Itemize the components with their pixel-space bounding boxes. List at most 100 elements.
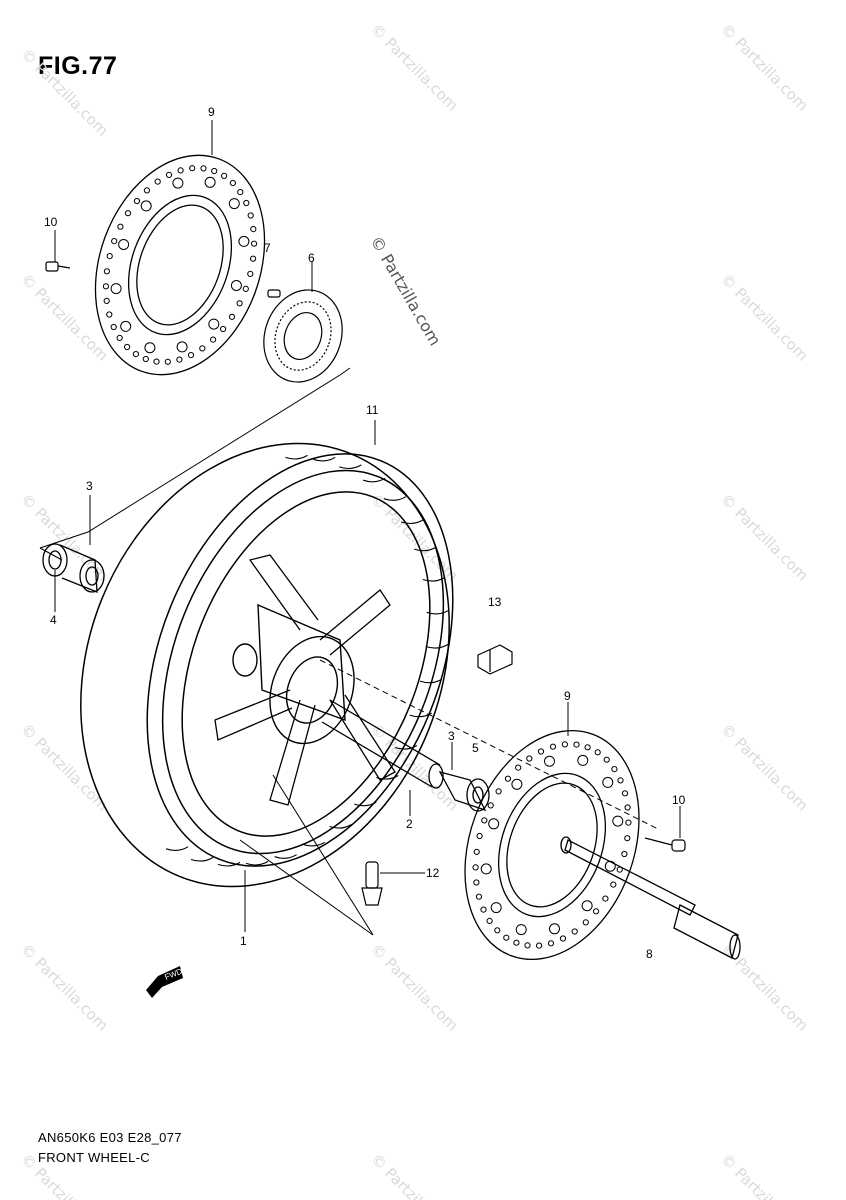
watermark-text: © Partzilla.com: [367, 20, 462, 115]
disc-hole: [208, 318, 220, 330]
tread-groove: [313, 456, 336, 462]
callout-2: 2: [406, 817, 413, 831]
disc-hole: [250, 255, 257, 262]
tread-groove: [362, 477, 386, 483]
disc-hole: [143, 187, 150, 194]
disc-hole: [480, 863, 492, 875]
disc-hole: [236, 300, 243, 307]
disc-hole: [106, 253, 113, 260]
disc-hole: [495, 788, 502, 795]
disc-hole: [102, 283, 110, 290]
disc-hole: [544, 755, 555, 767]
disc-hole: [611, 766, 618, 773]
disc-hole: [116, 334, 123, 341]
disc-hole: [211, 167, 218, 175]
disc-hole: [610, 881, 617, 888]
figure-title: FIG.77: [38, 52, 118, 80]
disc-hole: [559, 935, 567, 942]
disc-hole: [536, 942, 543, 949]
disc-hole: [486, 917, 493, 925]
wheel-hub: [232, 603, 355, 745]
brake-disc-upper: [94, 154, 266, 376]
tread-groove: [302, 841, 325, 847]
disc-hole: [624, 804, 631, 811]
disc-hole: [132, 351, 139, 358]
disc-hole: [621, 850, 628, 858]
disc-hole: [247, 270, 254, 277]
callout-8: 8: [646, 947, 653, 961]
disc-hole: [504, 775, 511, 782]
disc-hole: [549, 743, 557, 750]
disc-hole: [199, 345, 206, 352]
disc-hole: [561, 741, 569, 748]
disc-hole: [537, 748, 545, 755]
axle-spacer: [321, 699, 444, 789]
disc-hole: [165, 171, 173, 178]
tread-groove: [217, 861, 241, 867]
tread-groove: [245, 860, 269, 866]
disc-hole: [473, 848, 480, 855]
disc-hole: [247, 212, 254, 219]
disc-hole: [524, 942, 531, 949]
forward-arrow-icon: FWD: [146, 966, 184, 998]
watermark-text: © Partzilla.com: [717, 20, 812, 115]
disc-hole: [577, 754, 589, 766]
tread-groove: [394, 745, 418, 750]
disc-hole: [602, 776, 614, 788]
disc-hole: [621, 790, 629, 797]
disc-hole: [120, 320, 132, 332]
disc-hole: [494, 927, 501, 934]
disc-hole: [511, 778, 523, 790]
callout-3a: 3: [86, 479, 93, 493]
disc-hole: [547, 940, 555, 947]
tread-groove: [285, 454, 308, 460]
disc-hole: [503, 934, 510, 941]
tread-groove: [190, 857, 214, 862]
tread-groove: [383, 496, 407, 501]
disc-hole: [133, 197, 140, 205]
disc-hole: [612, 815, 624, 827]
disc-hole: [237, 189, 244, 196]
disc-hole: [111, 238, 118, 245]
disc-hole: [110, 323, 117, 331]
front-wheel-tire: [80, 442, 454, 888]
disc-hole: [144, 342, 156, 354]
disc-hole: [594, 749, 601, 756]
tread-groove: [400, 519, 424, 525]
watermark-diagonal: © Partzilla.com: [367, 233, 445, 349]
callout-4: 4: [50, 613, 57, 627]
watermark-text: © Partzilla.com: [717, 490, 812, 585]
disc-hole: [472, 864, 479, 871]
disc-hole: [490, 902, 502, 914]
disc-hole: [200, 165, 207, 172]
disc-hole: [475, 893, 483, 900]
watermark-text: © Partzilla.com: [17, 720, 112, 815]
disc-hole: [221, 172, 228, 179]
tread-groove: [419, 678, 443, 684]
tread-groove: [165, 846, 189, 851]
watermark-text: © Partzilla.com: [17, 940, 112, 1035]
disc-hole: [515, 924, 527, 936]
tread-groove: [425, 644, 449, 649]
disc-bolt-lower: [644, 837, 686, 852]
disc-hole: [238, 235, 250, 247]
disc-hole: [593, 908, 600, 915]
disc-hole: [625, 819, 632, 826]
disc-hole: [604, 860, 616, 872]
disc-hole: [617, 777, 624, 784]
disc-hole: [584, 744, 591, 751]
disc-hole: [153, 358, 160, 365]
disc-hole: [142, 355, 149, 363]
figure-code: AN650K6 E03 E28_077: [38, 1130, 182, 1145]
tread-groove: [339, 464, 362, 470]
disc-hole: [118, 239, 130, 250]
disc-hole: [581, 900, 593, 912]
disc-hole: [603, 756, 610, 763]
disc-hole: [103, 268, 111, 275]
disc-hole: [487, 802, 494, 809]
wheel-spokes: [214, 554, 396, 806]
disc-hole: [476, 832, 483, 840]
disc-hole: [117, 223, 124, 230]
tire-valve: [361, 861, 383, 906]
disc-hole: [154, 178, 161, 185]
